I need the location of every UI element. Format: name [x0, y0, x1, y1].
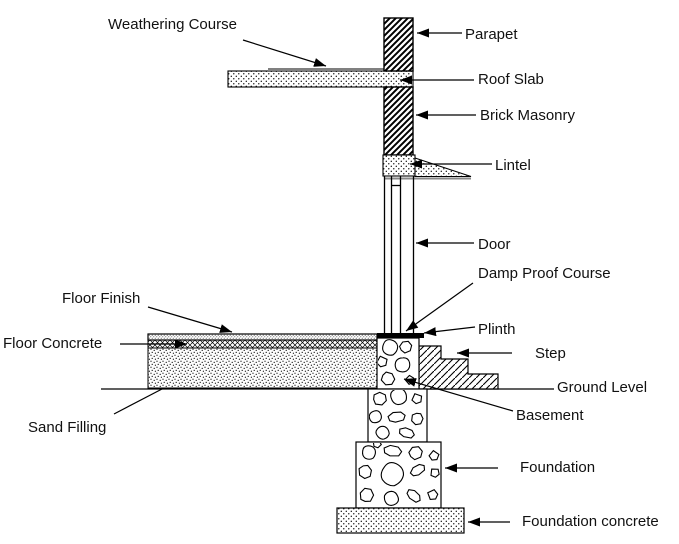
roof-slab-label: Roof Slab [478, 71, 544, 88]
lintel-shape [382, 154, 416, 177]
sand-filling-label: Sand Filling [28, 419, 106, 436]
step-label: Step [535, 345, 566, 362]
leader-arrows [113, 28, 514, 527]
door-frame [383, 176, 415, 333]
brick-masonry-label: Brick Masonry [480, 107, 576, 124]
roof-slab-shape [227, 70, 414, 88]
sand-filling-leader [113, 388, 163, 415]
basement-label: Basement [516, 407, 584, 424]
lintel-label: Lintel [495, 157, 531, 174]
weathering-course-leader [242, 39, 327, 67]
parapet-shape [383, 17, 414, 72]
foundation-label: Foundation [520, 459, 595, 476]
plinth-leader [423, 326, 476, 337]
foundation-concrete-label: Foundation concrete [522, 513, 659, 530]
plinth-label: Plinth [478, 321, 516, 338]
damp-proof-course-label: Damp Proof Course [478, 265, 611, 282]
labels: Weathering Course Parapet Roof Slab Bric… [3, 16, 659, 530]
foundation-concrete-block [336, 507, 465, 534]
dpc-bar [377, 333, 424, 338]
brick-masonry-shape [383, 86, 414, 156]
chajja-shape [414, 157, 472, 177]
steps-shape [418, 345, 499, 390]
weathering-course-label: Weathering Course [108, 16, 237, 33]
damp-proof-course-leader [405, 282, 474, 332]
floor-finish-layer [147, 333, 378, 341]
ground-level-label: Ground Level [557, 379, 647, 396]
sand-filling-layer [147, 347, 378, 389]
parapet-label: Parapet [465, 26, 518, 43]
floor-finish-label: Floor Finish [62, 290, 140, 307]
door-label: Door [478, 236, 511, 253]
floor-finish-leader [147, 306, 233, 333]
basement-leader [403, 378, 514, 412]
floor-concrete-label: Floor Concrete [3, 335, 102, 352]
